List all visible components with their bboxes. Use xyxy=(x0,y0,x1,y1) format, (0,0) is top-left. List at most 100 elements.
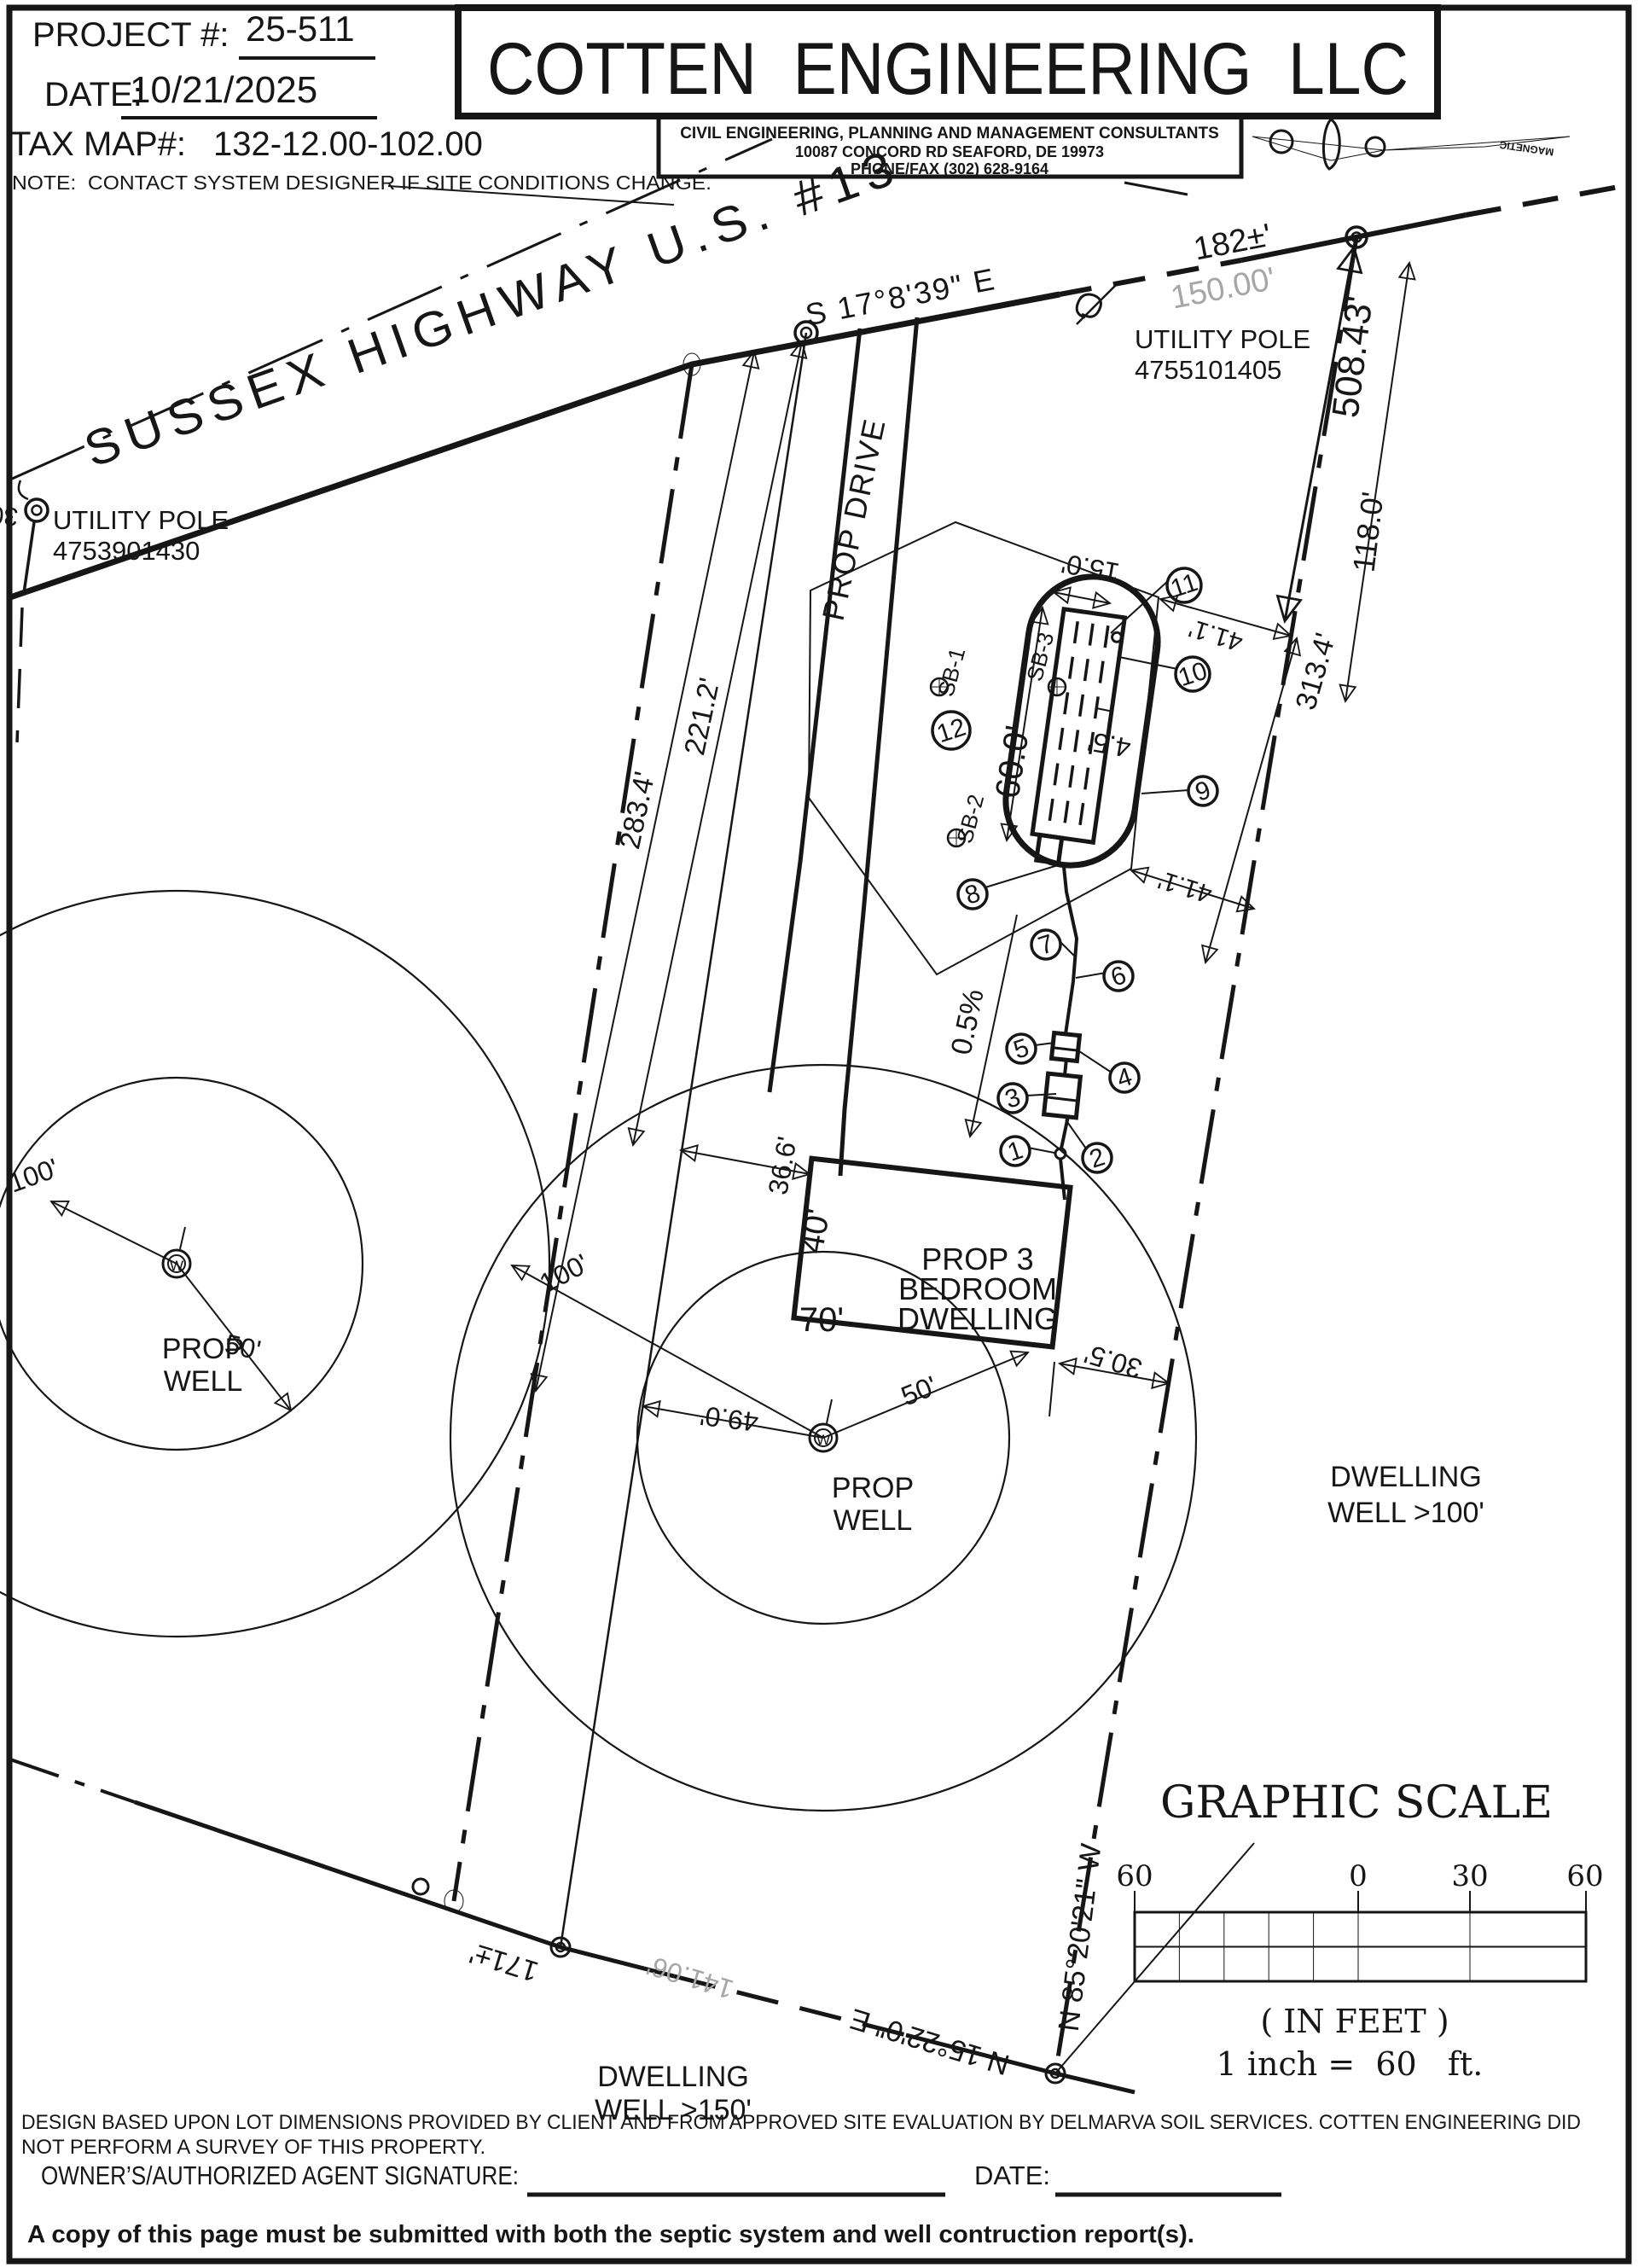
dim-41b-label: 41.1' xyxy=(1155,865,1216,908)
dim-305-ext xyxy=(1048,1361,1055,1417)
dim-313-line xyxy=(1205,638,1297,962)
slope-arrow xyxy=(970,914,1018,1137)
page-border xyxy=(6,4,1632,2265)
well-left-label-1: PROP xyxy=(162,1333,244,1365)
dim-41b-line xyxy=(1131,870,1254,909)
well-right-50-arrow xyxy=(822,1352,1028,1439)
well-right-50-circle xyxy=(636,1250,1011,1625)
taxmap-value: 132-12.00-102.00 xyxy=(213,125,483,163)
drive-edge-west xyxy=(767,328,863,1093)
project-value: 25-511 xyxy=(246,9,355,49)
dwelling-outline xyxy=(791,1155,1073,1350)
date-label: DATE: xyxy=(44,76,142,113)
frontage-measured-label: 182±' xyxy=(1191,218,1275,268)
graphic-scale: GRAPHIC SCALE 60 0 30 60 ( IN FEET ) 1 i… xyxy=(1116,1777,1603,2083)
company-name: COTTEN ENGINEERING LLC xyxy=(487,28,1409,110)
edge-clipped-label: 30' xyxy=(0,500,20,531)
balloon-5 xyxy=(1005,1032,1037,1065)
company-phone: PHONE/FAX (302) 628-9164 xyxy=(851,160,1048,177)
well-left-tick xyxy=(179,1226,186,1250)
pole-label-line2: 4753901430 xyxy=(53,536,200,566)
septic-tank-baffle xyxy=(1047,1096,1077,1102)
highway-centerline xyxy=(9,137,773,481)
dbox-line xyxy=(1054,1046,1077,1052)
well-left-100-arrow xyxy=(51,1201,177,1265)
south-bearing-label: N 15°22'0" E xyxy=(846,2002,1014,2081)
sewer-segment-4 xyxy=(1062,866,1079,1035)
drainfield-outline xyxy=(1002,573,1161,869)
sewer-segment-1 xyxy=(1059,1158,1066,1201)
dwelling-label-2: BEDROOM xyxy=(898,1271,1057,1306)
pole-label-line2: 4755101405 xyxy=(1135,355,1281,385)
well-left-50-circle xyxy=(0,1076,364,1451)
scale-in-feet: ( IN FEET ) xyxy=(1260,2003,1449,2040)
dim-118-label: 118.0' xyxy=(1346,490,1391,574)
well-right-49-label: 49.0' xyxy=(699,1400,760,1438)
bed-outlet-notch xyxy=(1033,832,1065,866)
site-note: NOTE: CONTACT SYSTEM DESIGNER IF SITE CO… xyxy=(12,172,712,194)
dw150-line1: DWELLING xyxy=(597,2061,749,2093)
footer: DESIGN BASED UPON LOT DIMENSIONS PROVIDE… xyxy=(21,2111,1581,2248)
south-boundary-solid-2 xyxy=(905,2032,1056,2076)
south-boundary-solid xyxy=(134,1800,675,1979)
balloon-3 xyxy=(996,1082,1029,1114)
west-boundary xyxy=(451,363,694,1902)
pipe-found-se xyxy=(1044,2062,1066,2085)
pole-symbol-inner xyxy=(31,504,43,516)
well-right-symbol xyxy=(808,1422,839,1453)
sb2-label: SB-2 xyxy=(951,792,989,846)
centerline-symbol xyxy=(1075,293,1102,319)
balloon-6 xyxy=(1102,960,1135,992)
dim-508-label: 508.43' xyxy=(1325,294,1381,420)
south-measured-label: 171±' xyxy=(466,1936,542,1987)
east-bearing-label: N 85°20'21" W xyxy=(1053,1842,1108,2033)
copy-note: A copy of this page must be submitted wi… xyxy=(27,2221,1194,2248)
title-block: COTTEN ENGINEERING LLC CIVIL ENGINEERING… xyxy=(10,4,1571,206)
balloon-8 xyxy=(956,878,989,910)
utility-pole-left: UTILITY POLE 4753901430 30' xyxy=(0,480,229,743)
pipe-found-ne-inner xyxy=(1350,231,1362,243)
sb1-label: SB-1 xyxy=(932,645,970,700)
scale-tick-60b: 60 xyxy=(1566,1859,1603,1893)
scale-bar xyxy=(1133,1910,1588,1983)
sb1-marker xyxy=(929,677,950,697)
pipe-found-s-mid xyxy=(549,1936,572,1958)
dwelling-length-label: 70' xyxy=(799,1301,844,1339)
scale-ratio: 1 inch = 60 ft. xyxy=(1217,2045,1484,2083)
well-right-tick xyxy=(826,1399,833,1424)
slope-label: 0.5% xyxy=(945,986,990,1058)
prop-drive: PROP DRIVE xyxy=(767,317,920,1177)
dim-366-line xyxy=(681,1150,810,1174)
balloon-12 xyxy=(931,710,972,751)
point-set-sw xyxy=(444,1889,464,1913)
south-deed-label: 141.06' xyxy=(643,1950,737,2005)
well-right: W PROP WELL 100' 50' 49.0' xyxy=(449,1063,1198,1812)
well-left-100-circle xyxy=(0,890,550,1637)
footer-date-label: DATE: xyxy=(974,2160,1050,2190)
balloon-7 xyxy=(1030,928,1062,961)
note-strike-line xyxy=(387,185,675,206)
dim-60-label: 60.0' xyxy=(989,723,1037,800)
dim-221-label: 221.2' xyxy=(678,675,726,758)
pole-label-line1: UTILITY POLE xyxy=(1135,324,1310,354)
scale-tick-0: 0 xyxy=(1349,1859,1368,1893)
south-boundary-dashed xyxy=(673,1974,907,2038)
centerline-symbol-stroke xyxy=(1076,281,1120,325)
well-left: W PROP WELL 100' 50' xyxy=(0,890,550,1637)
dim-15-line xyxy=(1054,592,1110,603)
scale-tick-60a: 60 xyxy=(1116,1859,1153,1893)
dwelling: PROP 3 BEDROOM DWELLING 40' 70' xyxy=(791,1155,1073,1350)
well-right-label-2: WELL xyxy=(834,1504,913,1537)
signature-label: OWNER’S/AUTHORIZED AGENT SIGNATURE: xyxy=(41,2160,519,2190)
well-left-label-2: WELL xyxy=(164,1365,243,1398)
well-left-w: W xyxy=(170,1258,183,1274)
north-arrow: MAGNETIC xyxy=(1252,118,1571,171)
balloon-1 xyxy=(999,1135,1031,1167)
well-right-symbol-inner xyxy=(814,1428,833,1447)
pole-curl xyxy=(17,480,29,501)
company-address: 10087 CONCORD RD SEAFORD, DE 19973 xyxy=(795,143,1104,160)
dim-313-label: 313.4' xyxy=(1290,630,1343,714)
scale-title: GRAPHIC SCALE xyxy=(1160,1777,1553,1829)
dim-45-label: 4.5' xyxy=(1085,726,1133,764)
